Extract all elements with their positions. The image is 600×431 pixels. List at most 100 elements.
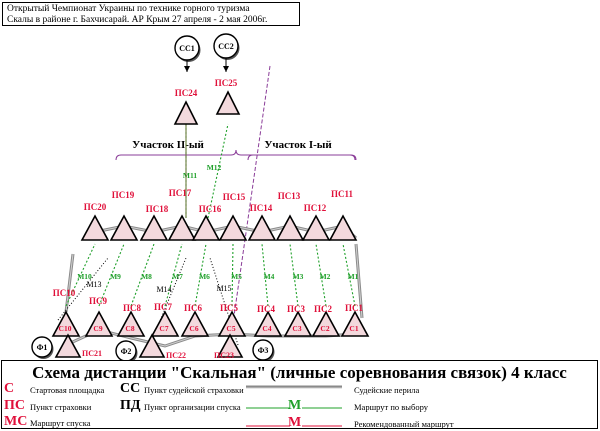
section-2-label: Участок II-ый	[132, 139, 204, 151]
upper-station-3-triangle	[139, 214, 169, 241]
lower-station-2-label: ПС9	[89, 296, 108, 306]
upper-station-2-triangle	[109, 214, 139, 241]
lower-station-3-label: ПС8	[123, 303, 142, 313]
start-point-2-label: Ф2	[121, 347, 132, 356]
lower-station-6-triangle	[217, 310, 247, 337]
lower-station-3-triangle	[116, 310, 146, 337]
route-label-М9: М9	[110, 272, 121, 281]
bottom-station-1-label: ПС21	[82, 349, 102, 358]
route-line-3	[130, 243, 155, 307]
legend-symbol-start: С	[4, 381, 15, 396]
legend-symbol-judge-belay: СС	[120, 381, 141, 396]
header-title-line: Открытый Чемпионат Украины по технике го…	[7, 4, 250, 14]
legend-line-samples	[246, 385, 342, 427]
upper-station-6-triangle	[218, 214, 248, 241]
route-label-М5: М5	[231, 272, 242, 281]
lower-station-4-label: ПС7	[154, 302, 173, 312]
start-label-С5: С5	[226, 324, 235, 333]
lower-station-1-triangle	[51, 310, 81, 337]
upper-station-4-label: ПС17	[169, 188, 192, 198]
upper-station-8-triangle	[275, 214, 305, 241]
legend-text-belay-point: Пункт страховки	[30, 402, 92, 412]
start-point-1	[31, 336, 53, 358]
route-line-1	[65, 243, 96, 307]
route-label-М2: М2	[320, 272, 331, 281]
lower-station-4-triangle	[150, 310, 180, 337]
route-line-13	[57, 257, 109, 321]
right-side-rope-highlight	[355, 243, 363, 319]
header-location-line: Скалы в районе г. Бахчисарай. АР Крым 27…	[7, 15, 268, 25]
lower-station-8-triangle	[283, 310, 313, 337]
legend-text-judge-ropes: Судейские перила	[354, 385, 420, 395]
route-label-М15: М15	[216, 284, 231, 293]
upper-station-7-label: ПС14	[250, 203, 273, 213]
lower-station-8-label: ПС3	[287, 304, 306, 314]
route-line-2	[98, 243, 125, 307]
lower-station-7-label: ПС4	[257, 304, 276, 314]
start-label-С3: С3	[292, 324, 301, 333]
start-label-С8: С8	[125, 324, 134, 333]
route-line-4	[164, 243, 183, 307]
legend-symbol-recommended-route: М	[288, 415, 302, 430]
route-label-М6: М6	[199, 272, 210, 281]
route-label-М3: М3	[293, 272, 304, 281]
lower-station-10-label: ПС1	[345, 303, 364, 313]
section-1-bracket	[247, 154, 356, 161]
start-label-С2: С2	[320, 324, 329, 333]
lower-station-9-triangle	[311, 310, 341, 337]
lower-judge-rope-highlight	[65, 329, 356, 347]
start-label-С1: С1	[349, 324, 358, 333]
route-line-8	[289, 243, 299, 307]
lower-station-9-label: ПС2	[314, 304, 333, 314]
bottom-station-1-triangle	[54, 333, 82, 358]
judge-point-1-label: СС1	[179, 44, 195, 53]
left-side-rope-highlight	[65, 253, 74, 313]
route-line-9	[315, 243, 327, 307]
start-point-3-label: Ф3	[258, 346, 269, 355]
upper-station-5-triangle	[191, 214, 221, 241]
legend-text-choice-route: Маршрут по выбору	[354, 402, 428, 412]
judge-arrow-2-head	[223, 66, 229, 72]
lower-station-7-triangle	[253, 310, 283, 337]
route-label-М14: М14	[156, 285, 171, 294]
upper-station-1-label: ПС20	[84, 202, 107, 212]
legend-text-judge-belay: Пункт судейской страховки	[144, 385, 244, 395]
upper-station-5-label: ПС16	[199, 204, 222, 214]
upper-station-10-triangle	[328, 214, 358, 241]
lower-station-5-triangle	[180, 310, 210, 337]
judge-point-2-label: СС2	[218, 42, 234, 51]
upper-station-9-label: ПС12	[304, 203, 327, 213]
legend-panel: Схема дистанции "Скальная" (личные сорев…	[1, 360, 598, 430]
legend-symbol-descent-route: МС	[4, 414, 28, 429]
bottom-station-3-triangle	[216, 333, 244, 358]
start-label-С9: С9	[93, 324, 102, 333]
bottom-station-2-triangle	[138, 333, 166, 358]
lower-station-6-label: ПС5	[220, 303, 239, 313]
upper-station-2-label: ПС19	[112, 190, 135, 200]
route-line-12	[207, 123, 229, 219]
route-line-5	[194, 243, 207, 307]
start-label-С6: С6	[189, 324, 198, 333]
route-label-М13: М13	[86, 280, 101, 289]
route-label-М1: М1	[348, 272, 359, 281]
lower-station-10-triangle	[340, 310, 370, 337]
route-label-М12: М12	[207, 163, 222, 172]
section-2-bracket	[115, 149, 237, 161]
legend-symbol-descent-point: ПД	[120, 398, 141, 413]
bottom-station-2-label: ПС22	[166, 351, 186, 360]
legend-symbol-choice-route: М	[288, 398, 302, 413]
route-label-М10: М10	[77, 272, 92, 281]
lower-station-1-label: ПС10	[53, 288, 76, 298]
legend-text-recommended-route: Рекомендованный маршрут	[354, 419, 454, 429]
legend-text-start: Стартовая площадка	[30, 385, 105, 395]
upper-station-1-triangle	[80, 214, 110, 241]
top-station-1-label: ПС24	[175, 88, 198, 98]
start-label-С7: С7	[159, 324, 168, 333]
upper-station-4-triangle	[167, 214, 197, 241]
route-label-М8: М8	[141, 272, 152, 281]
lower-station-2-triangle	[84, 310, 114, 337]
start-label-С10: С10	[59, 324, 72, 333]
competition-header: Открытый Чемпионат Украины по технике го…	[2, 2, 300, 26]
route-label-М7: М7	[172, 272, 183, 281]
